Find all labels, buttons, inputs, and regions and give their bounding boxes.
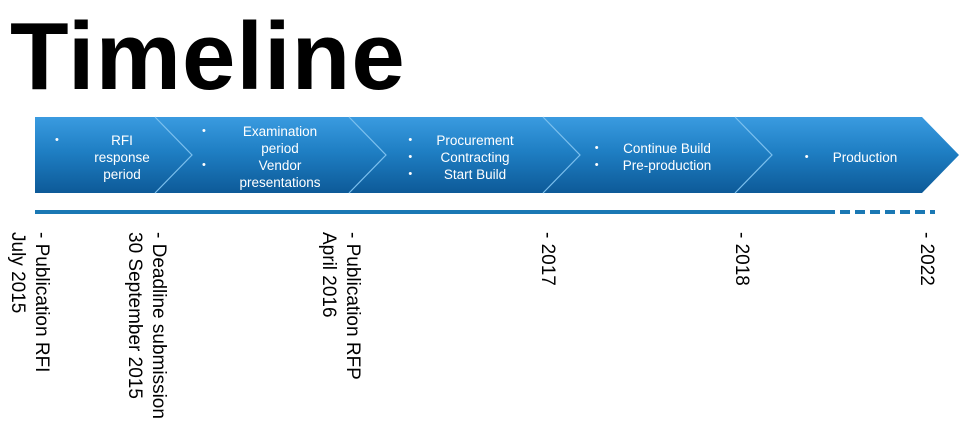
- phase-examination: • Examination period • Vendor presentation…: [202, 122, 345, 192]
- milestone-2022: - 2022: [914, 232, 938, 286]
- bullet-icon: •: [408, 150, 413, 163]
- bullet-icon: •: [202, 159, 206, 171]
- phase-item-text: Pre-production: [622, 158, 712, 173]
- divider-2: [348, 116, 387, 194]
- milestone-label: - Publication RFI: [31, 232, 52, 373]
- phase-production: • Production: [795, 122, 925, 192]
- milestone-deadline-submission: - Deadline submission 30 September 2015: [122, 232, 170, 419]
- milestone-date: April 2016: [318, 232, 339, 318]
- phase-item: • Production: [805, 149, 898, 166]
- phase-item-text: Start Build: [443, 166, 507, 182]
- phase-item-text: RFI response period: [94, 132, 150, 182]
- phase-rfi: • RFI response period: [55, 122, 172, 192]
- phase-item: • RFI response period: [55, 132, 161, 183]
- phase-item: • Vendor presentations: [202, 157, 330, 191]
- chevron-production: [735, 117, 959, 193]
- bullet-icon: •: [408, 167, 413, 180]
- milestone-date: July 2015: [7, 232, 28, 314]
- phase-build: • Continue Build • Pre-production: [592, 122, 732, 192]
- milestone-2017: - 2017: [535, 232, 559, 286]
- milestone-label: - Deadline submission: [148, 232, 169, 419]
- page-title: Timeline: [10, 3, 406, 110]
- chevron-examination: [155, 117, 386, 193]
- milestone-date: 30 September 2015: [124, 232, 145, 399]
- bullet-icon: •: [804, 150, 809, 163]
- chevron-procurement: [349, 117, 580, 193]
- milestone-label: - 2022: [916, 232, 937, 286]
- phase-item-text: Production: [832, 149, 898, 165]
- divider-3: [542, 116, 581, 194]
- bullet-icon: •: [594, 159, 599, 171]
- milestone-2018: - 2018: [729, 232, 753, 286]
- phase-item: • Procurement: [408, 132, 514, 149]
- phase-item: • Continue Build: [595, 140, 712, 157]
- bullet-icon: •: [55, 133, 59, 146]
- milestone-publication-rfp: - Publication RFP April 2016: [316, 232, 364, 380]
- milestone-publication-rfi: - Publication RFI July 2015: [5, 232, 53, 372]
- chevron-build: [543, 117, 772, 193]
- phase-item: • Contracting: [408, 149, 513, 166]
- phase-procurement: • Procurement • Contracting • Start Build: [400, 122, 540, 192]
- chevron-rfi: [35, 117, 192, 193]
- phase-item-text: Contracting: [440, 149, 510, 165]
- milestone-label: - 2018: [731, 232, 752, 286]
- divider-4: [734, 116, 773, 194]
- phase-item-text: Examination period: [242, 124, 318, 156]
- bullet-icon: •: [408, 133, 413, 146]
- divider-1: [154, 116, 193, 194]
- bullet-icon: •: [594, 142, 599, 154]
- phase-item: • Examination period: [202, 123, 330, 157]
- phase-item: • Start Build: [408, 166, 513, 183]
- phase-item-text: Procurement: [436, 132, 514, 148]
- phase-item: • Pre-production: [595, 157, 712, 174]
- bullet-icon: •: [202, 125, 206, 137]
- phase-item-text: Vendor presentations: [239, 158, 321, 190]
- milestone-label: - 2017: [537, 232, 558, 286]
- milestone-label: - Publication RFP: [342, 232, 363, 380]
- phase-item-text: Continue Build: [623, 141, 711, 156]
